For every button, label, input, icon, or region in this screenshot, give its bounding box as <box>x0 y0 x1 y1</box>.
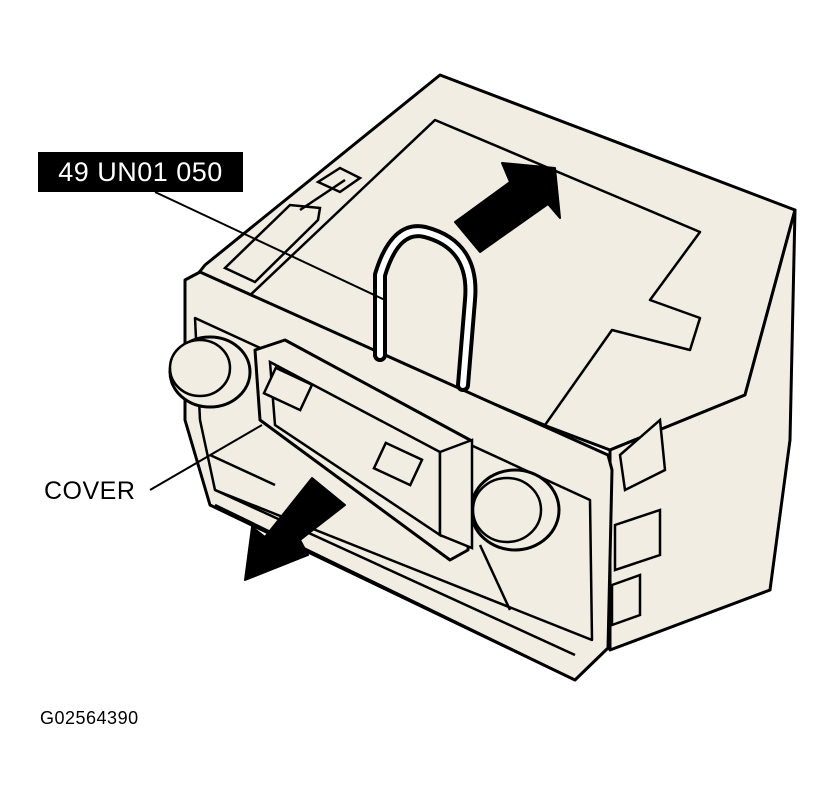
front-cover <box>253 338 474 562</box>
left-knob <box>168 335 252 409</box>
arrow-up-right-icon <box>454 162 561 253</box>
removal-tool <box>373 224 478 392</box>
side-hinge <box>222 166 363 284</box>
cover-leader-line <box>149 424 263 491</box>
right-knob <box>469 468 561 552</box>
side-clips <box>610 417 667 627</box>
figure-id: G02564390 <box>40 708 139 728</box>
arrow-down-left-icon <box>244 477 346 581</box>
tool-number-callout: 49 UN01 050 <box>38 152 243 192</box>
tool-leader-line <box>154 191 386 301</box>
cover-callout-label: COVER <box>44 477 136 505</box>
